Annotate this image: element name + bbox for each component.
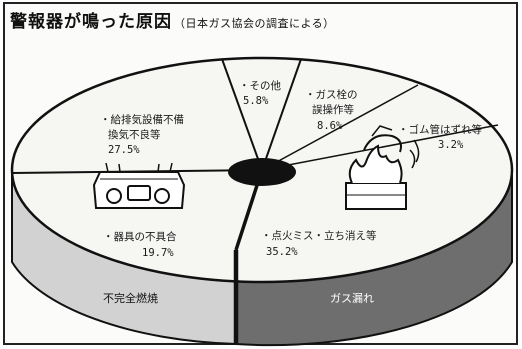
slice-divider-valve-hose <box>261 84 419 171</box>
chart-title: 警報器が鳴った原因 <box>10 12 172 32</box>
label-other: ・その他 <box>239 79 281 92</box>
slice-divider-other-valve <box>261 58 302 171</box>
value-appliance: 19.7% <box>142 247 174 259</box>
label-hose: ・ゴム管はずれ等 <box>398 123 482 136</box>
label-valve-line2: 誤操作等 <box>312 103 354 116</box>
label-ignition: ・点火ミス・立ち消え等 <box>261 229 377 242</box>
label-exhaust-line2: 換気不良等 <box>108 128 161 141</box>
label-appliance: ・器具の不具合 <box>103 230 177 243</box>
value-hose: 3.2% <box>438 139 464 151</box>
value-exhaust: 27.5% <box>108 144 140 156</box>
band-label-incomplete-combustion: 不完全燃焼 <box>103 291 158 305</box>
stove-illustration-icon <box>92 162 186 209</box>
slice-divider-hose-ignition <box>261 124 499 171</box>
label-exhaust-line1: ・給排気設備不備 <box>100 113 184 126</box>
center-hub <box>228 158 296 186</box>
chart-subtitle: （日本ガス協会の調査による） <box>174 17 335 30</box>
value-valve: 8.6% <box>317 120 343 132</box>
label-valve-line1: ・ガス栓の <box>305 88 358 101</box>
burner-illustration-icon <box>345 125 420 210</box>
value-other: 5.8% <box>243 95 269 107</box>
band-label-gas-leak: ガス漏れ <box>330 292 374 305</box>
title-row: 警報器が鳴った原因（日本ガス協会の調査による） <box>10 7 335 32</box>
value-ignition: 35.2% <box>266 246 298 258</box>
slice-divider-exhaust-other <box>221 58 263 171</box>
